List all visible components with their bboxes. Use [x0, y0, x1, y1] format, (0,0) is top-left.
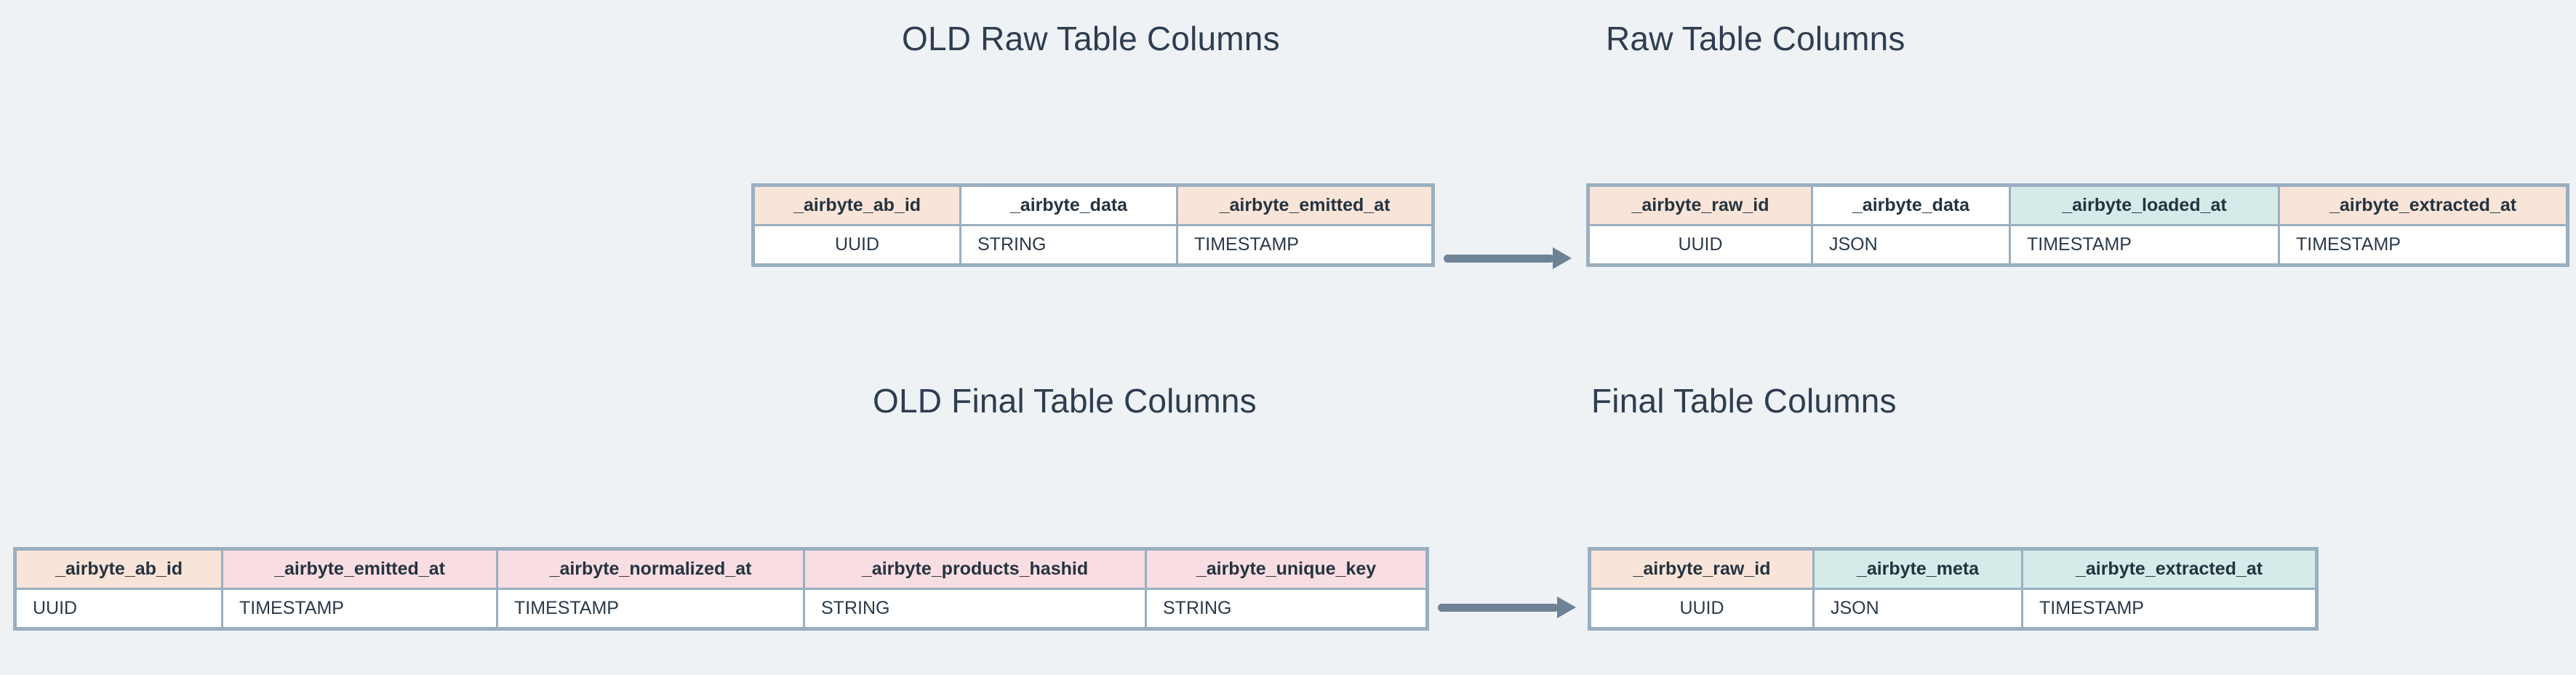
- table-row: UUID JSON TIMESTAMP TIMESTAMP: [1587, 224, 2569, 266]
- header-cell: _airbyte_data: [959, 184, 1178, 226]
- type-cell: TIMESTAMP: [1176, 224, 1434, 266]
- table-row: UUID TIMESTAMP TIMESTAMP STRING STRING: [14, 588, 1428, 630]
- type-cell: TIMESTAMP: [2021, 588, 2318, 630]
- header-cell: _airbyte_ab_id: [14, 548, 223, 590]
- table-row-header: _airbyte_raw_id _airbyte_data _airbyte_l…: [1587, 184, 2569, 226]
- type-cell: UUID: [14, 588, 223, 630]
- type-cell: STRING: [1145, 588, 1428, 630]
- arrow-shaft: [1444, 255, 1554, 263]
- table-old-raw: _airbyte_ab_id _airbyte_data _airbyte_em…: [751, 183, 1435, 267]
- header-cell: _airbyte_ab_id: [752, 184, 961, 226]
- title-final-table-columns: Final Table Columns: [1591, 382, 1897, 420]
- type-cell: JSON: [1812, 588, 2023, 630]
- header-cell: _airbyte_raw_id: [1588, 548, 1815, 590]
- arrow-final-transform: [1438, 596, 1576, 618]
- header-cell: _airbyte_extracted_at: [2021, 548, 2318, 590]
- type-cell: TIMESTAMP: [2009, 224, 2280, 266]
- type-cell: TIMESTAMP: [221, 588, 498, 630]
- table-row-header: _airbyte_ab_id _airbyte_emitted_at _airb…: [14, 548, 1428, 590]
- type-cell: UUID: [752, 224, 961, 266]
- type-cell: STRING: [959, 224, 1178, 266]
- header-cell: _airbyte_emitted_at: [221, 548, 498, 590]
- table-old-final: _airbyte_ab_id _airbyte_emitted_at _airb…: [13, 547, 1429, 631]
- table-new-final: _airbyte_raw_id _airbyte_meta _airbyte_e…: [1588, 547, 2319, 631]
- title-old-raw-table-columns: OLD Raw Table Columns: [902, 20, 1280, 57]
- arrow-head-icon: [1553, 247, 1572, 269]
- type-cell: UUID: [1588, 588, 1815, 630]
- header-cell: _airbyte_data: [1811, 184, 2011, 226]
- table-row: UUID JSON TIMESTAMP: [1588, 588, 2318, 630]
- header-cell: _airbyte_meta: [1812, 548, 2023, 590]
- type-cell: UUID: [1587, 224, 1813, 266]
- header-cell: _airbyte_unique_key: [1145, 548, 1428, 590]
- header-cell: _airbyte_normalized_at: [496, 548, 805, 590]
- header-cell: _airbyte_emitted_at: [1176, 184, 1434, 226]
- table-row-header: _airbyte_raw_id _airbyte_meta _airbyte_e…: [1588, 548, 2318, 590]
- arrow-shaft: [1438, 604, 1559, 612]
- title-raw-table-columns: Raw Table Columns: [1606, 20, 1905, 57]
- arrow-raw-transform: [1444, 247, 1572, 269]
- title-old-final-table-columns: OLD Final Table Columns: [873, 382, 1257, 420]
- type-cell: JSON: [1811, 224, 2011, 266]
- header-cell: _airbyte_products_hashid: [803, 548, 1147, 590]
- header-cell: _airbyte_loaded_at: [2009, 184, 2280, 226]
- type-cell: TIMESTAMP: [496, 588, 805, 630]
- table-new-raw: _airbyte_raw_id _airbyte_data _airbyte_l…: [1586, 183, 2569, 267]
- type-cell: TIMESTAMP: [2278, 224, 2569, 266]
- table-row: UUID STRING TIMESTAMP: [752, 224, 1434, 266]
- arrow-head-icon: [1557, 596, 1576, 618]
- header-cell: _airbyte_extracted_at: [2278, 184, 2569, 226]
- table-row-header: _airbyte_ab_id _airbyte_data _airbyte_em…: [752, 184, 1434, 226]
- type-cell: STRING: [803, 588, 1147, 630]
- header-cell: _airbyte_raw_id: [1587, 184, 1813, 226]
